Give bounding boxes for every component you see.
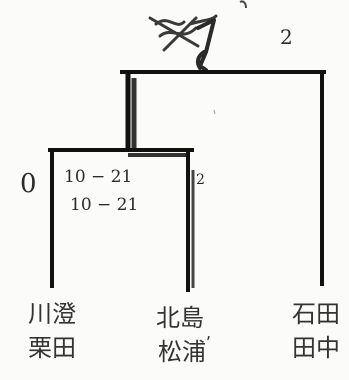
semi-winner-score: 2 [196,172,205,188]
pair-1-player-2: 栗田 [28,334,76,362]
game-score-2: 10 − 21 [70,195,138,215]
game-score-1: 10 − 21 [64,167,132,187]
trophy-scribble-icon [195,18,216,72]
pair-2-player-2: 松浦 [158,338,206,366]
crossed-out-scribble-icon [148,14,218,52]
final-winner-score: 2 [280,25,293,49]
pair-3-player-1: 石田 [292,300,340,328]
pair-2-player-1: 北島 [156,304,204,332]
stray-mark [213,109,216,115]
comma-mark: , [206,323,211,342]
pair-3-player-2: 田中 [292,334,340,362]
pair-1-player-1: 川澄 [28,300,76,328]
top-arc-scribble-icon [239,0,247,9]
final-loser-score: 0 [20,169,37,199]
